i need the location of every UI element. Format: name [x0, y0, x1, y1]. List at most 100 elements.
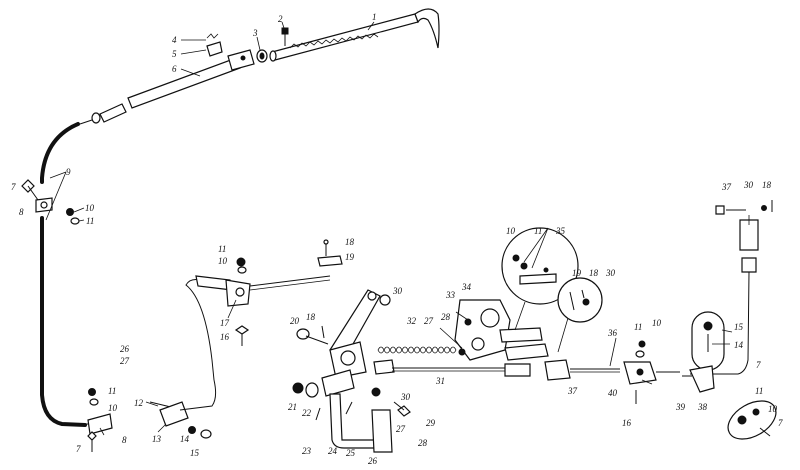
- callout-30-b: 30: [400, 392, 411, 402]
- callout-26-b: 26: [368, 456, 378, 466]
- callout-23: 23: [302, 446, 312, 456]
- callout-16-a: 16: [220, 332, 230, 342]
- callout-26-a: 26: [120, 344, 130, 354]
- cable-end-fitting: [79, 103, 127, 125]
- clevis-37: [544, 359, 620, 381]
- callout-29: 29: [426, 418, 436, 428]
- washer-30-lower: [371, 387, 381, 397]
- nut-10-upper: [66, 208, 74, 216]
- callout-10-d: 10: [506, 226, 516, 236]
- callout-32: 32: [406, 316, 417, 326]
- callout-10-c: 10: [218, 256, 228, 266]
- callout-18-d: 18: [762, 180, 772, 190]
- mechanism-33-34: [454, 299, 549, 361]
- callout-27-b: 27: [424, 316, 434, 326]
- leader-lines: [45, 21, 733, 436]
- callout-9: 9: [66, 167, 71, 177]
- pedal-lever: [321, 289, 393, 453]
- detail-circle-19: [557, 277, 603, 353]
- screw-7-upper: [21, 179, 39, 201]
- callout-37-a: 37: [567, 386, 578, 396]
- callout-15-b: 15: [734, 322, 744, 332]
- callout-labels: 1 2 3 4 5 6 7 8 9 10 11 26 27 11 10 12 1…: [11, 12, 783, 466]
- callout-13: 13: [152, 434, 162, 444]
- callout-24: 24: [328, 446, 338, 456]
- callout-7-d: 7: [778, 418, 783, 428]
- callout-11-b: 11: [108, 386, 116, 396]
- callout-18-a: 18: [345, 237, 355, 247]
- callout-4: 4: [172, 35, 177, 45]
- callout-10-a: 10: [85, 203, 95, 213]
- washer-11-upper: [70, 217, 80, 225]
- pin-18-19: [317, 239, 343, 267]
- callout-3: 3: [252, 28, 258, 38]
- callout-11-a: 11: [86, 216, 94, 226]
- bushing-21-22: [292, 382, 319, 398]
- callout-11-c: 11: [218, 244, 226, 254]
- spring-32: [377, 346, 457, 354]
- callout-17: 17: [220, 318, 230, 328]
- callout-18-b: 18: [306, 312, 316, 322]
- callout-5: 5: [172, 49, 177, 59]
- callout-30-a: 30: [392, 286, 403, 296]
- bracket-lower-left: [59, 388, 113, 452]
- callout-10-f: 10: [768, 404, 778, 414]
- pedal-pad-upper: [691, 311, 725, 371]
- callout-34: 34: [461, 282, 472, 292]
- cable-sheath-left-lower: [40, 216, 87, 427]
- callout-37-b: 37: [721, 182, 732, 192]
- tube-6: [127, 49, 255, 109]
- pin-18-mid: [321, 325, 325, 339]
- callout-11-d: 11: [534, 226, 542, 236]
- callout-10-b: 10: [108, 403, 118, 413]
- callout-12: 12: [134, 398, 144, 408]
- pin-25: [345, 401, 353, 415]
- spring-clip-4-5: [206, 33, 223, 57]
- callout-8-b: 8: [122, 435, 127, 445]
- ratchet-lever: [269, 8, 440, 62]
- screw-2: [281, 27, 289, 46]
- callout-39: 39: [675, 402, 686, 412]
- bolt-29: [393, 401, 411, 417]
- callout-16-b: 16: [622, 418, 632, 428]
- callout-6: 6: [172, 64, 177, 74]
- callout-21: 21: [288, 402, 297, 412]
- ring-3: [256, 49, 268, 63]
- callout-10-e: 10: [652, 318, 662, 328]
- callout-11-f: 11: [755, 386, 763, 396]
- callout-30-d: 30: [743, 180, 754, 190]
- callout-36: 36: [607, 328, 618, 338]
- callout-27-a: 27: [120, 356, 130, 366]
- callout-15-a: 15: [190, 448, 200, 458]
- callout-1: 1: [372, 12, 377, 22]
- detail-circle-35: [501, 227, 579, 331]
- callout-8-a: 8: [19, 207, 24, 217]
- callout-30-c: 30: [605, 268, 616, 278]
- callout-28-b: 28: [418, 438, 428, 448]
- bracket-40: [623, 340, 680, 404]
- callout-18-c: 18: [589, 268, 599, 278]
- callout-7-b: 7: [76, 444, 81, 454]
- bracket-38-39: [682, 365, 715, 393]
- callout-14-b: 14: [734, 340, 744, 350]
- cable-12-13: [149, 379, 217, 439]
- callout-14-a: 14: [180, 434, 190, 444]
- pin-23: [315, 407, 321, 421]
- washer-30-upper: [379, 294, 391, 306]
- cable-loop: [185, 279, 215, 381]
- callout-40: 40: [608, 388, 618, 398]
- callout-7-c: 7: [756, 360, 761, 370]
- callout-11-e: 11: [634, 322, 642, 332]
- callout-28-a: 28: [441, 312, 451, 322]
- callout-38: 38: [697, 402, 708, 412]
- callout-25: 25: [346, 448, 356, 458]
- bolt-20: [296, 328, 329, 345]
- callout-7-a: 7: [11, 182, 16, 192]
- callout-19-a: 19: [345, 252, 355, 262]
- callout-31: 31: [435, 376, 445, 386]
- callout-2: 2: [278, 14, 283, 24]
- clip-8-upper: [35, 197, 53, 213]
- callout-27-c: 27: [396, 424, 406, 434]
